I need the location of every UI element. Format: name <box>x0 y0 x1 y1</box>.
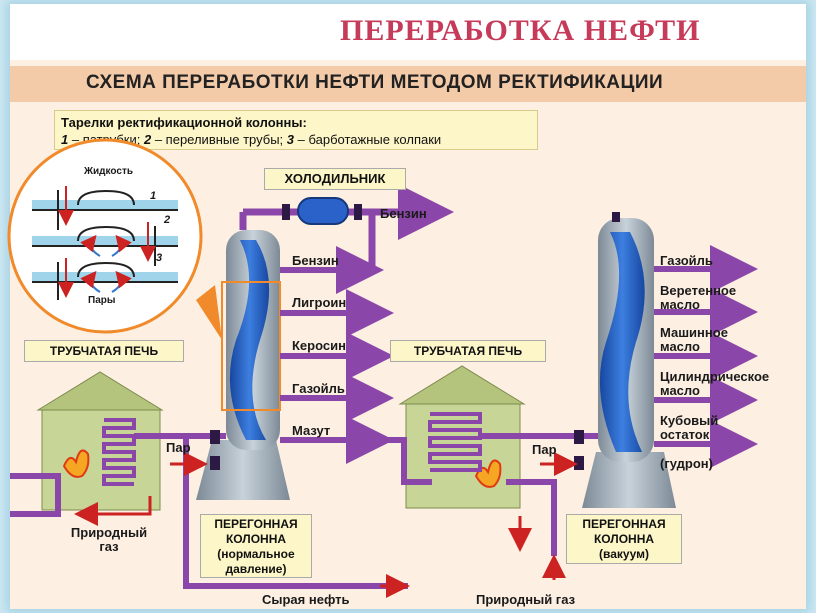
column-1-outlets <box>280 246 394 464</box>
mazut-feed-pipe <box>382 437 432 485</box>
column-1-label-line3: (нормальное <box>217 547 295 561</box>
column-1-output-1: Бензин <box>292 253 339 268</box>
subtitle-bar <box>10 66 806 102</box>
inset-liquid-flow <box>58 186 156 298</box>
legend-num-3: 3 <box>286 132 295 147</box>
furnace-1-coil <box>102 418 136 486</box>
furnace-1 <box>10 371 226 517</box>
column-2-base <box>582 452 676 508</box>
furnace-2-coil <box>428 412 482 472</box>
page-title: ПЕРЕРАБОТКА НЕФТИ <box>340 14 701 47</box>
zoom-pointer <box>196 285 222 340</box>
inset-liquid-label: Жидкость <box>84 166 133 177</box>
column-1-label: ПЕРЕГОННАЯ КОЛОННА (нормальное давление) <box>200 514 312 578</box>
column-2-label-line2: КОЛОННА <box>593 532 655 546</box>
column-1-output-0: Бензин <box>380 206 427 221</box>
column-2-output-0: Газойль <box>660 253 713 268</box>
natural-gas-left-label: Природный газ <box>70 525 148 554</box>
diagram-subtitle: СХЕМА ПЕРЕРАБОТКИ НЕФТИ МЕТОДОМ РЕКТИФИК… <box>86 72 664 93</box>
title-bar <box>10 4 806 60</box>
column-2-output-4: Кубовый остаток <box>660 413 719 442</box>
gas-burner-1 <box>10 473 61 517</box>
column-1-output-4: Газойль <box>292 381 345 396</box>
flow-arrows <box>74 452 578 598</box>
flame-icon <box>62 449 90 478</box>
condenser-label: ХОЛОДИЛЬНИК <box>264 168 406 190</box>
flange <box>574 456 584 470</box>
tray-inset <box>7 138 222 340</box>
column-2-output-2: Машинное масло <box>660 325 728 354</box>
flame-icon <box>474 459 502 488</box>
column-2 <box>582 212 758 508</box>
column-2-outlets <box>654 245 758 468</box>
column-1 <box>196 230 394 500</box>
column-2-output-1: Веретенное масло <box>660 283 737 312</box>
condenser-unit <box>239 184 454 270</box>
inset-num-2: 2 <box>164 214 171 226</box>
legend-num-2: 2 <box>143 132 152 147</box>
column-2-inner <box>599 232 645 452</box>
legend-heading: Тарелки ректификационной колонны: <box>61 115 307 130</box>
crude-oil-pipe <box>183 436 408 589</box>
legend-text-2: – переливные трубы; <box>151 132 287 147</box>
furnace-2-roof <box>398 365 526 405</box>
inset-frame <box>221 281 281 411</box>
column-2-label: ПЕРЕГОННАЯ КОЛОННА (вакуум) <box>566 514 682 564</box>
column-2-label-line3: (вакуум) <box>599 547 649 561</box>
inset-liquid-3 <box>32 272 178 282</box>
flange <box>210 430 220 444</box>
column-1-base <box>196 440 290 500</box>
legend-text-3: – барботажные колпаки <box>294 132 442 147</box>
furnace-left-label: ТРУБЧАТАЯ ПЕЧЬ <box>24 340 184 362</box>
crude-oil-label: Сырая нефть <box>262 592 350 607</box>
column-2-cap <box>612 212 620 222</box>
furnace-right-label: ТРУБЧАТАЯ ПЕЧЬ <box>390 340 546 362</box>
column-2-label-line1: ПЕРЕГОННАЯ <box>582 517 666 531</box>
tray-legend: Тарелки ректификационной колонны: 1 – па… <box>54 110 538 150</box>
inset-liquid-1 <box>32 200 178 210</box>
column-1-label-line4: давление) <box>225 562 287 576</box>
column-1-output-3: Керосин <box>292 338 346 353</box>
condenser-body <box>297 197 349 225</box>
steam-left-label: Пар <box>166 440 191 455</box>
inset-liquid-2 <box>32 236 178 246</box>
furnace-2 <box>382 365 598 556</box>
inset-vapor-flow <box>80 234 132 293</box>
flange <box>354 204 362 220</box>
flange <box>574 430 584 444</box>
legend-num-1: 1 <box>61 132 69 147</box>
steam-right-label: Пар <box>532 442 557 457</box>
flange <box>210 456 220 470</box>
inset-num-3: 3 <box>156 252 163 264</box>
gas-burner-2 <box>506 479 557 556</box>
inset-vapors-label: Пары <box>88 295 116 306</box>
column-1-label-line2: КОЛОННА <box>225 532 287 546</box>
column-1-inner <box>229 240 270 440</box>
column-2-output-5: (гудрон) <box>660 456 713 471</box>
furnace-1-roof <box>36 371 164 411</box>
natural-gas-right-label: Природный газ <box>476 592 576 607</box>
flange <box>282 204 290 220</box>
inset-num-1: 1 <box>150 190 157 202</box>
column-1-output-5: Мазут <box>292 423 331 438</box>
column-2-output-3: Цилиндрическое масло <box>660 369 770 398</box>
column-1-label-line1: ПЕРЕГОННАЯ <box>214 517 298 531</box>
column-1-output-2: Лигроин <box>292 295 347 310</box>
furnace-1-body <box>41 409 161 511</box>
